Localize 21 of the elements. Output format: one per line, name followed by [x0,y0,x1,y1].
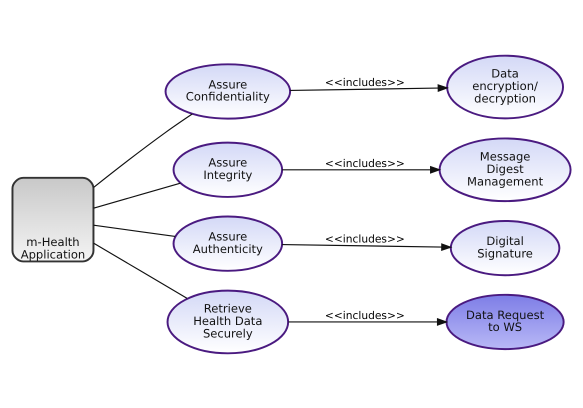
node-box: m-Health Application [12,176,94,262]
node-ellipse: Digital Signature [450,219,560,276]
connector [93,113,193,188]
node-ellipse: Assure Authenticity [172,215,284,272]
node-ellipse: Data encryption/ decryption [446,54,564,119]
node-ellipse: Message Digest Management [438,136,572,202]
edge-label: <<includes>> [324,308,405,322]
node-ellipse: Data Request to WS [446,293,565,350]
connector [93,224,176,237]
arrow [288,318,448,326]
node-ellipse: Assure Confidentiality [164,62,292,120]
connector [93,242,188,298]
arrow [282,165,442,174]
arrow [290,84,449,92]
node-ellipse: Assure Integrity [172,141,284,198]
edge-label: <<includes>> [324,75,405,88]
edge-label: <<includes>> [324,232,405,245]
edge-label: <<includes>> [324,156,405,170]
node-ellipse: Retrieve Health Data Securely [166,289,290,354]
connector [93,182,181,208]
arrow [282,242,452,251]
